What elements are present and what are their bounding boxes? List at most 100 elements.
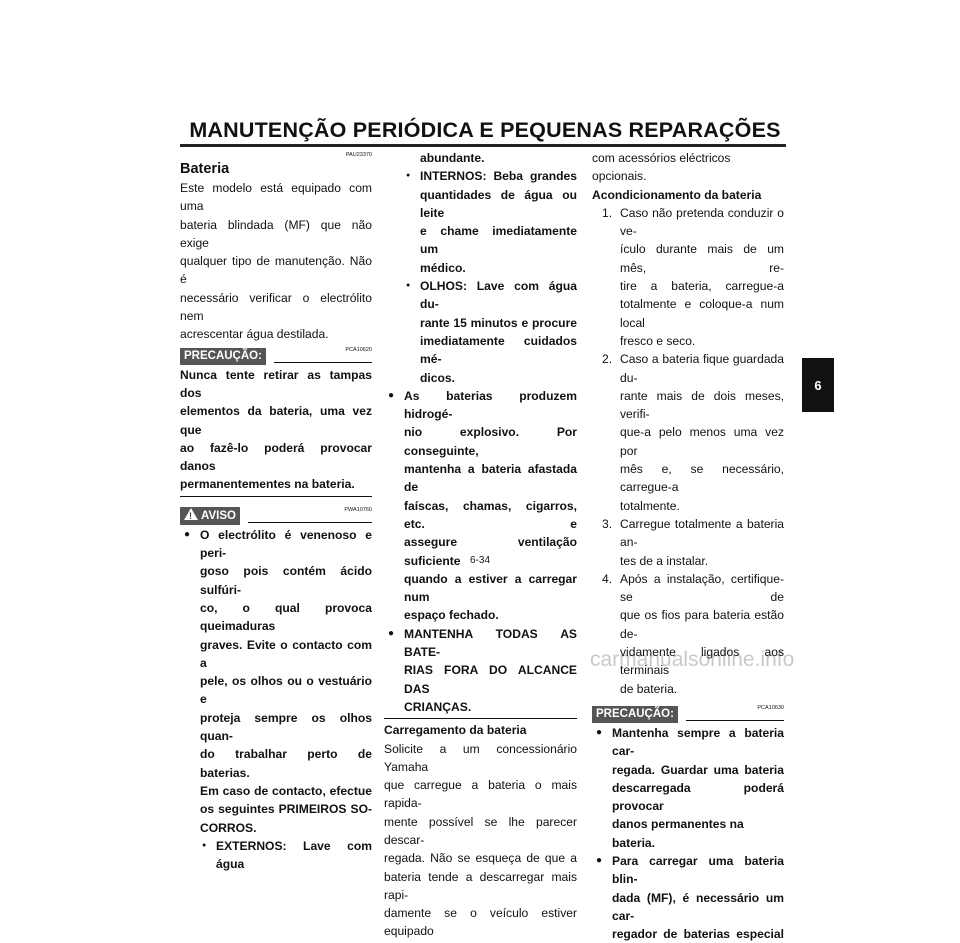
text-line: que-a pelo menos uma vez por xyxy=(620,425,784,458)
warning-header: !AVISO xyxy=(180,506,372,525)
column-2: abundante. INTERNOS: Beba grandes quanti… xyxy=(384,149,577,941)
text-line: dicos. xyxy=(420,370,455,385)
text-line: damente se o veículo estiver equipado xyxy=(384,906,577,939)
text-line: totalmente e coloque-a num local xyxy=(620,297,784,330)
text-line: nio explosivo. Por conseguinte, xyxy=(404,425,577,458)
text-line: que os fios para bateria estão de- xyxy=(620,608,784,641)
text-line: Caso a bateria fique guardada du- xyxy=(620,352,784,385)
text-line: regada. Guardar uma bateria xyxy=(612,762,784,777)
text-line: qualquer tipo de manutenção. Não é xyxy=(180,254,372,287)
warning-badge: !AVISO xyxy=(180,506,240,525)
warning-text-continued: abundante. INTERNOS: Beba grandes quanti… xyxy=(384,149,577,716)
text-line: abundante. xyxy=(420,151,485,165)
sub-bullet-item: EXTERNOS: Lave com água xyxy=(180,837,372,874)
text-line: RIAS FORA DO ALCANCE DAS xyxy=(404,663,577,696)
text-line: regador de baterias especial xyxy=(612,927,784,942)
step-number: 4. xyxy=(602,571,613,586)
text-line: permanentementes na bateria. xyxy=(180,477,355,492)
step-item: 2. Caso a bateria fique guardada du- xyxy=(592,350,784,387)
sub-bullet-item: OLHOS: Lave com água du- xyxy=(384,277,577,314)
charging-paragraph: Solicite a um concessionário Yamaha que … xyxy=(384,740,577,941)
charging-heading: Carregamento da bateria xyxy=(384,723,527,738)
ref-code: PCA10620 xyxy=(345,346,372,353)
text-line: os seguintes PRIMEIROS SO- xyxy=(200,802,372,817)
text-line: co, o qual provoca queimaduras xyxy=(200,600,372,634)
text-line: tire a bateria, carregue-a xyxy=(620,279,784,294)
text-line: vidamente ligados aos terminais xyxy=(620,645,784,678)
caution-badge: PRECAUÇÃO: xyxy=(180,347,266,365)
step-number: 2. xyxy=(602,352,613,367)
column-1: PAU23370 Bateria Este modelo está equipa… xyxy=(180,152,372,873)
text-line: tes de a instalar. xyxy=(620,553,709,568)
text-line: proteja sempre os olhos quan- xyxy=(200,710,372,744)
text-line: com acessórios eléctricos opcionais. xyxy=(592,151,731,184)
warning-triangle-icon: ! xyxy=(184,507,198,521)
text-line: imediatamente cuidados mé- xyxy=(420,333,577,367)
chapter-tab: 6 xyxy=(802,358,834,412)
text-line: ao fazê-lo poderá provocar danos xyxy=(180,440,372,474)
step-number: 1. xyxy=(602,205,613,220)
text-line: e chame imediatamente um xyxy=(420,224,577,257)
text-line: CRIANÇAS. xyxy=(404,699,472,714)
caution-text: Nunca tente retirar as tampas dos elemen… xyxy=(180,366,372,494)
step-item: 3. Carregue totalmente a bateria an- xyxy=(592,515,784,552)
bullet-item: As baterias produzem hidrogé- xyxy=(384,387,577,424)
caution-text: Mantenha sempre a bateria car- regada. G… xyxy=(592,724,784,943)
page-number: 6-34 xyxy=(469,555,490,566)
bullet-item: MANTENHA TODAS AS BATE- xyxy=(384,625,577,662)
storage-heading: Acondicionamento da bateria xyxy=(592,187,762,202)
column-3: com acessórios eléctricos opcionais. Aco… xyxy=(592,149,784,943)
text-line: do trabalhar perto de baterias. xyxy=(200,747,372,780)
text-line: rante mais de dois meses, verifi- xyxy=(620,388,784,422)
header-rule xyxy=(180,144,786,147)
text-line: elementos da bateria, uma vez que xyxy=(180,404,372,437)
text-line: assegure ventilação suficiente xyxy=(404,535,577,568)
text-line: Este modelo está equipado com uma xyxy=(180,181,372,214)
text-line: bateria tende a descarregar mais rapi- xyxy=(384,869,577,902)
text-line: médico. xyxy=(420,260,466,275)
text-line: descarregada poderá provocar xyxy=(612,780,784,814)
section-title: Bateria xyxy=(180,161,230,177)
intro-paragraph: Este modelo está equipado com uma bateri… xyxy=(180,179,372,344)
step-item: 1. Caso não pretenda conduzir o ve- xyxy=(592,204,784,241)
text-line: quantidades de água ou leite xyxy=(420,187,577,220)
text-line: rante 15 minutos e procure xyxy=(420,315,577,330)
bullet-item: Mantenha sempre a bateria car- xyxy=(592,724,784,761)
ref-code: PAU23370 xyxy=(345,152,372,158)
text-line: Em caso de contacto, efectue xyxy=(200,783,372,798)
bullet-item: Para carregar uma bateria blin- xyxy=(592,852,784,889)
text-line: graves. Evite o contacto com a xyxy=(200,637,372,670)
storage-steps: 1. Caso não pretenda conduzir o ve- ículo… xyxy=(592,204,784,698)
sub-bullet-item: INTERNOS: Beba grandes xyxy=(384,167,577,186)
text-line: Após a instalação, certifique-se de xyxy=(620,571,784,605)
text-line: goso pois contém ácido sulfúri- xyxy=(200,564,372,597)
text-line: mantenha a bateria afastada de xyxy=(404,462,577,495)
text-line: Caso não pretenda conduzir o ve- xyxy=(620,205,784,239)
step-number: 3. xyxy=(602,516,613,531)
bullet-item: O electrólito é venenoso e peri- xyxy=(180,526,372,563)
text-line: Carregue totalmente a bateria an- xyxy=(620,516,784,550)
text-line: acrescentar água destilada. xyxy=(180,327,329,342)
page-title: MANUTENÇÃO PERIÓDICA E PEQUENAS REPARAÇÕ… xyxy=(189,118,781,142)
caution-header: PRECAUÇÃO: xyxy=(180,347,372,365)
ref-code: PWA10760 xyxy=(344,506,372,513)
text-line: necessário verificar o electrólito nem xyxy=(180,290,372,324)
caution-badge: PRECAUÇÃO: xyxy=(592,705,678,723)
text-line: CORROS. xyxy=(200,820,257,835)
text-line: fresco e seco. xyxy=(620,333,696,348)
text-line: Solicite a um concessionário Yamaha xyxy=(384,741,577,774)
text-line: danos permanentes na bateria. xyxy=(612,817,744,850)
text-line: de bateria. xyxy=(620,681,678,696)
text-line: quando a estiver a carregar num xyxy=(404,571,577,605)
warning-label: AVISO xyxy=(201,509,236,522)
text-line: ículo durante mais de um mês, re- xyxy=(620,242,784,275)
text-line: que carregue a bateria o mais rapida- xyxy=(384,778,577,811)
text-line: bateria blindada (MF) que não exige xyxy=(180,217,372,250)
step-item: 4. Após a instalação, certifique-se de xyxy=(592,570,784,607)
text-line: totalmente. xyxy=(620,498,680,513)
watermark: carmanualsonline.info xyxy=(590,648,795,671)
text-line: mente possível se lhe parecer descar- xyxy=(384,814,577,847)
text-line: dada (MF), é necessário um car- xyxy=(612,890,784,923)
text-line: espaço fechado. xyxy=(404,608,499,623)
text-line: faíscas, chamas, cigarros, etc. e xyxy=(404,498,577,531)
